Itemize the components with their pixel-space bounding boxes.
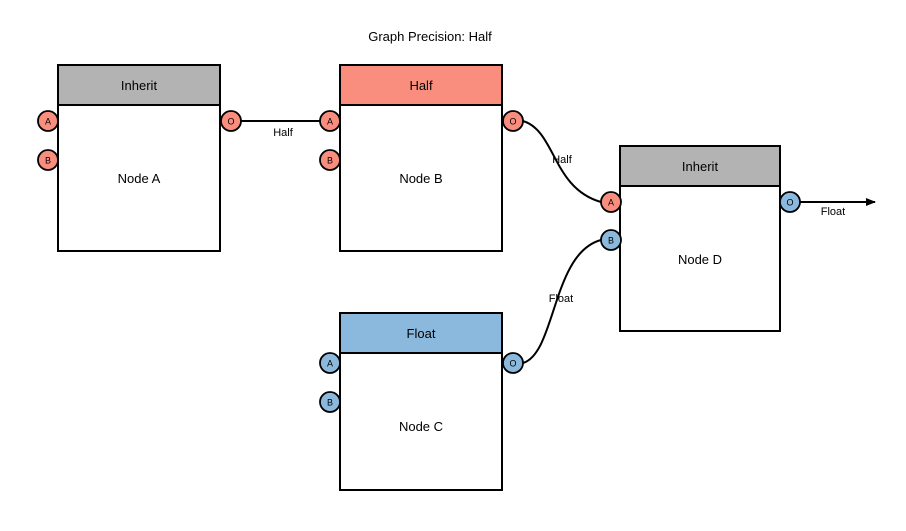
node-c-port-a-circle[interactable] [319, 352, 341, 374]
node-b-port-a[interactable]: A [319, 110, 341, 132]
node-a-port-b-label: B [45, 156, 51, 166]
node-c-port-b[interactable]: B [319, 391, 341, 413]
node-b-port-o-label: O [509, 117, 516, 127]
node-c-port-a-label: A [327, 359, 333, 369]
node-a-label: Node A [118, 171, 161, 186]
node-b-port-b-label: B [327, 156, 333, 166]
node-c-port-o-circle[interactable] [502, 352, 524, 374]
node-a-port-b[interactable]: B [37, 149, 59, 171]
node-b-port-b[interactable]: B [319, 149, 341, 171]
node-d-port-o-circle[interactable] [779, 191, 801, 213]
node-c-port-a[interactable]: A [319, 352, 341, 374]
edge-d-output[interactable]: Float [800, 198, 876, 218]
node-d-header[interactable] [619, 145, 781, 187]
node-a-port-o-circle[interactable] [220, 110, 242, 132]
node-c-port-o-label: O [509, 359, 516, 369]
node-d-port-a[interactable]: A [600, 191, 622, 213]
node-b-port-o-circle[interactable] [502, 110, 524, 132]
edge-c-to-d[interactable]: Float [522, 239, 602, 364]
node-a-port-o[interactable]: O [220, 110, 242, 132]
edge-c-to-d-label: Float [549, 293, 573, 305]
node-a-port-a-circle[interactable] [37, 110, 59, 132]
node-d-port-o[interactable]: O [779, 191, 801, 213]
node-d-port-a-circle[interactable] [600, 191, 622, 213]
node-a-port-o-label: O [227, 117, 234, 127]
node-b-port-o[interactable]: O [502, 110, 524, 132]
node-a-port-b-circle[interactable] [37, 149, 59, 171]
node-d-port-b-circle[interactable] [600, 229, 622, 251]
node-b-header[interactable] [339, 64, 503, 106]
node-c-header[interactable] [339, 312, 503, 354]
node-d-port-o-label: O [786, 198, 793, 208]
node-b-header-label: Half [409, 78, 433, 93]
node-a-header-label: Inherit [121, 78, 158, 93]
node-d-port-a-label: A [608, 198, 614, 208]
edge-a-to-b-label: Half [273, 127, 294, 139]
node-a-port-a-label: A [45, 117, 51, 127]
node-d-port-b-label: B [608, 236, 614, 246]
edge-b-to-d-label: Half [552, 154, 573, 166]
node-c-port-b-label: B [327, 398, 333, 408]
node-b-port-a-label: A [327, 117, 333, 127]
node-a-header[interactable] [57, 64, 221, 106]
node-b-port-b-circle[interactable] [319, 149, 341, 171]
edge-b-to-d[interactable]: Half [522, 120, 602, 203]
node-d-label: Node D [678, 252, 722, 267]
node-b-port-a-circle[interactable] [319, 110, 341, 132]
node-a-port-a[interactable]: A [37, 110, 59, 132]
node-c-port-o[interactable]: O [502, 352, 524, 374]
edge-c-to-d-path[interactable] [522, 239, 602, 364]
node-b-label: Node B [399, 171, 442, 186]
node-c-label: Node C [399, 419, 443, 434]
node-d-port-b[interactable]: B [600, 229, 622, 251]
page-title: Graph Precision: Half [368, 29, 492, 44]
node-c-port-b-circle[interactable] [319, 391, 341, 413]
edge-d-output-label: Float [821, 206, 845, 218]
edge-b-to-d-path[interactable] [522, 120, 602, 203]
node-d-header-label: Inherit [682, 159, 719, 174]
edge-a-to-b[interactable]: Half [241, 120, 320, 139]
node-c-header-label: Float [407, 326, 436, 341]
